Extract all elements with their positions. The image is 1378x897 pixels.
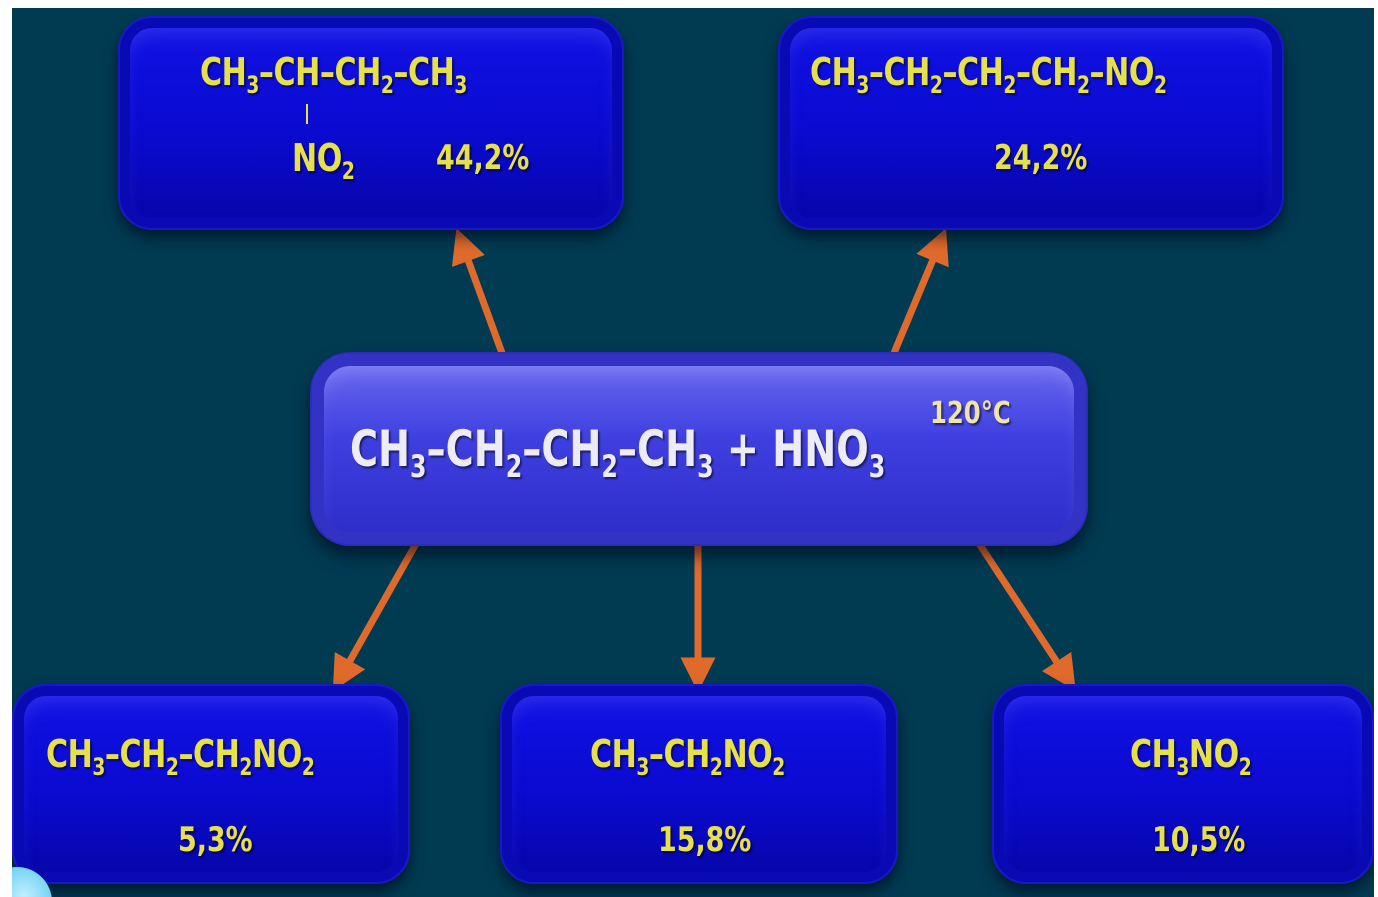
reaction-condition: 120°C — [930, 396, 1011, 431]
product-box-2-nitrobutane — [118, 16, 624, 230]
arrow-to-1-nitrobutane — [890, 228, 949, 355]
product-box-nitromethane — [992, 684, 1374, 884]
arrow-to-2-nitrobutane — [451, 228, 506, 355]
reaction-box — [310, 352, 1088, 546]
product-yield-1-nitropropane: 5,3% — [178, 820, 253, 860]
arrow-to-1-nitropropane — [332, 540, 421, 692]
product-box-1-nitrobutane — [778, 16, 1284, 230]
product-formula-2-nitrobutane: CH3–CH–CH2–CH3 — [200, 50, 467, 100]
product-formula-1-nitropropane: CH3–CH2–CH2NO2 — [46, 732, 315, 782]
product-substituent-2-nitrobutane: NO2 — [292, 136, 355, 186]
product-yield-1-nitrobutane: 24,2% — [994, 138, 1088, 178]
substituent-bond — [306, 104, 308, 124]
product-formula-1-nitrobutane: CH3–CH2–CH2–CH2–NO2 — [810, 50, 1167, 100]
reaction-equation: CH3–CH2–CH2–CH3 + HNO3 — [350, 420, 886, 485]
product-formula-nitromethane: CH3NO2 — [1130, 732, 1252, 782]
product-yield-nitromethane: 10,5% — [1152, 820, 1246, 860]
product-box-1-nitropropane — [12, 684, 410, 884]
arrow-to-nitromethane — [975, 540, 1076, 691]
product-yield-2-nitrobutane: 44,2% — [436, 138, 530, 178]
slide: CH3–CH–CH2–CH3 NO2 44,2% CH3–CH2–CH2–CH2… — [12, 8, 1374, 897]
product-box-nitroethane — [500, 684, 898, 884]
product-yield-nitroethane: 15,8% — [658, 820, 752, 860]
product-formula-nitroethane: CH3–CH2NO2 — [590, 732, 785, 782]
